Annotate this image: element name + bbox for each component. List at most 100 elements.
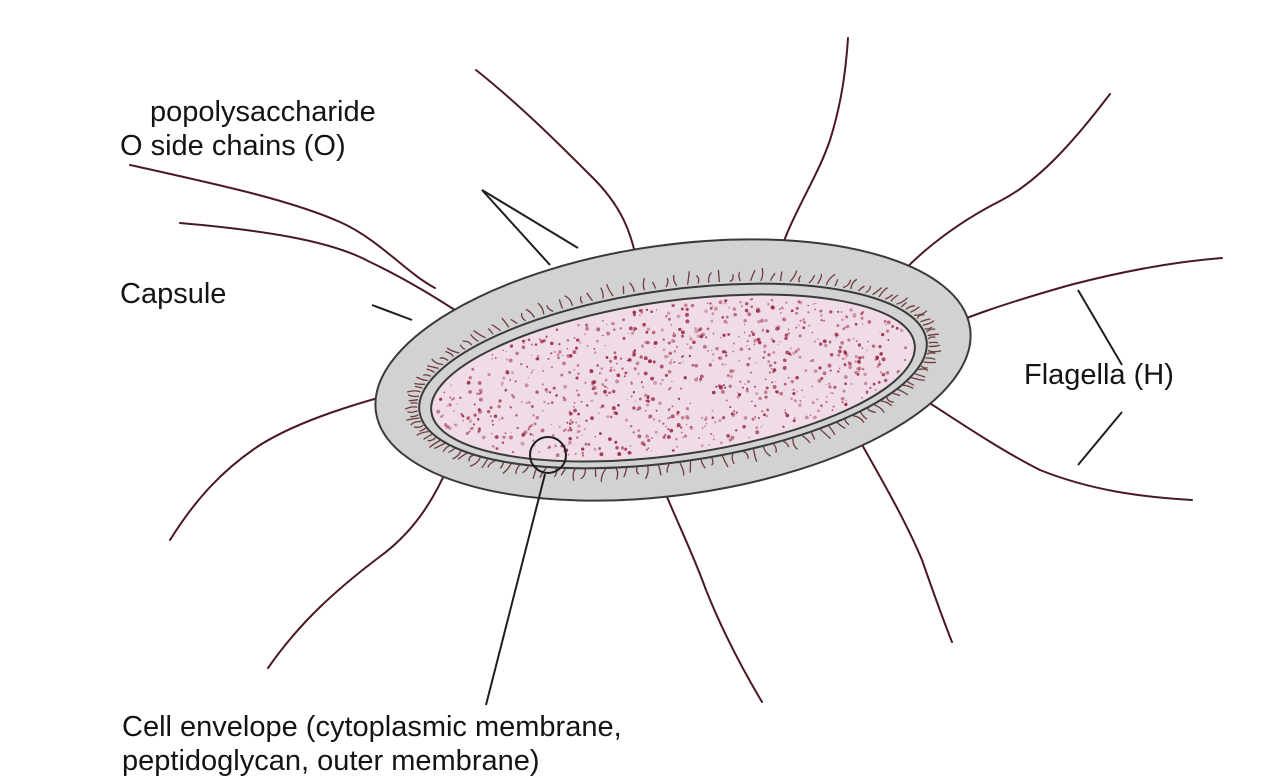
speckle [771,368,772,369]
speckle [654,347,655,348]
speckle [648,447,650,449]
speckle [645,434,649,438]
speckle [684,304,687,307]
speckle [769,364,772,367]
speckle [556,453,560,457]
speckle [779,392,783,396]
speckle [725,355,727,357]
speckle [839,346,842,349]
speckle [848,365,852,369]
speckle [557,353,560,356]
speckle [795,312,798,315]
speckle [678,328,681,331]
speckle [885,324,887,326]
speckle [762,356,764,358]
speckle [767,303,769,305]
speckle [531,405,534,408]
speckle [814,340,816,342]
speckle [606,356,609,359]
o-side-chain [924,362,937,363]
speckle [855,355,858,358]
speckle [587,345,589,347]
speckle [568,441,572,445]
speckle [814,309,816,311]
speckle [868,320,872,324]
speckle [754,405,756,407]
speckle [845,403,848,406]
speckle [669,417,671,419]
speckle [784,337,787,340]
speckle [866,392,868,394]
speckle [569,354,572,357]
speckle [575,421,577,423]
speckle [505,432,507,434]
speckle [788,329,790,331]
speckle [506,358,508,360]
speckle [740,347,744,351]
speckle [479,398,483,402]
speckle [647,327,651,331]
speckle [521,442,525,446]
speckle [614,351,617,354]
speckle [712,391,716,395]
speckle [635,328,637,330]
speckle [628,333,629,334]
speckle [614,356,617,359]
speckle [800,320,802,322]
speckle [615,446,618,449]
speckle [852,313,856,317]
speckle [587,444,589,446]
speckle [874,359,876,361]
speckle [694,327,697,330]
speckle [779,308,781,310]
speckle [663,348,666,351]
speckle [601,404,604,407]
speckle [449,397,451,399]
speckle [713,333,715,335]
speckle [596,340,599,343]
speckle [443,392,445,394]
speckle [528,401,531,404]
speckle [737,392,739,394]
speckle [624,448,627,451]
speckle [646,341,650,345]
speckle [847,338,850,341]
speckle [585,420,588,423]
speckle [548,403,550,405]
speckle [763,344,766,347]
speckle [669,429,673,433]
speckle [491,433,492,434]
speckle [559,426,561,428]
speckle [640,355,643,358]
speckle [478,381,482,385]
speckle [585,327,589,331]
speckle [713,435,715,437]
speckle [729,406,731,408]
speckle [821,319,823,321]
speckle [630,445,632,447]
speckle [581,447,584,450]
speckle [661,379,664,382]
speckle [471,368,474,371]
speckle [531,344,533,346]
speckle [566,422,568,424]
speckle [805,416,809,420]
speckle [684,376,687,379]
speckle [904,359,906,361]
speckle [681,308,684,311]
speckle [651,437,653,439]
speckle [887,339,889,341]
speckle [569,422,572,425]
speckle [563,385,567,389]
speckle [767,360,770,363]
speckle [644,356,648,360]
speckle [609,360,612,363]
speckle [755,430,759,434]
speckle [785,301,788,304]
flagella-label: Flagella (H) [1024,358,1174,392]
speckle [665,426,667,428]
speckle [784,383,787,386]
speckle [830,370,832,372]
speckle [845,365,847,367]
speckle [646,309,648,311]
